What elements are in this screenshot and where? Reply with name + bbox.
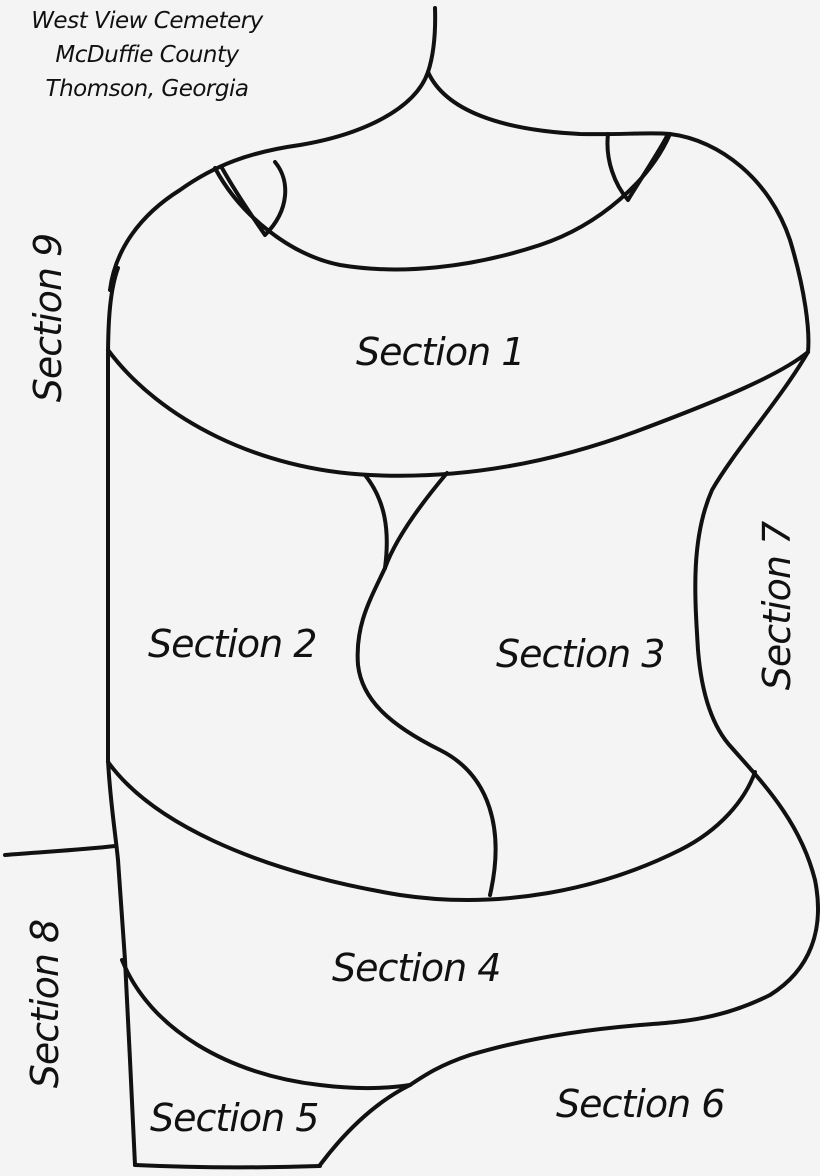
title-line-3: Thomson, Georgia (45, 76, 249, 102)
section5-6-divider (318, 1083, 412, 1167)
section-5-label: Section 5 (150, 1096, 319, 1140)
entrance-road (108, 6, 438, 292)
east-road (408, 350, 820, 1087)
section-8-label: Section 8 (23, 919, 67, 1089)
section2-3-divider (355, 566, 498, 897)
inner-arch (213, 132, 672, 272)
title-line-1: West View Cemetery (31, 8, 263, 34)
section4-north-road (106, 760, 757, 902)
section-2-label: Section 2 (148, 622, 317, 666)
section-9-label: Section 9 (26, 233, 70, 403)
west-spur (3, 844, 117, 857)
top-right-road (426, 70, 811, 354)
section-6-label: Section 6 (556, 1082, 725, 1126)
section-4-label: Section 4 (332, 946, 501, 990)
right-connector (605, 132, 669, 202)
divider-fork (363, 471, 449, 570)
section1-south-road (106, 348, 810, 478)
left-connector (220, 160, 288, 237)
map-title: West View Cemetery McDuffie County Thoms… (12, 4, 282, 106)
left-road (106, 266, 137, 1167)
section-7-label: Section 7 (755, 521, 799, 691)
section-1-label: Section 1 (356, 330, 525, 374)
title-line-2: McDuffie County (55, 42, 239, 68)
section4-south-road (120, 958, 412, 1091)
section-3-label: Section 3 (496, 632, 665, 676)
south-boundary (133, 1163, 322, 1170)
